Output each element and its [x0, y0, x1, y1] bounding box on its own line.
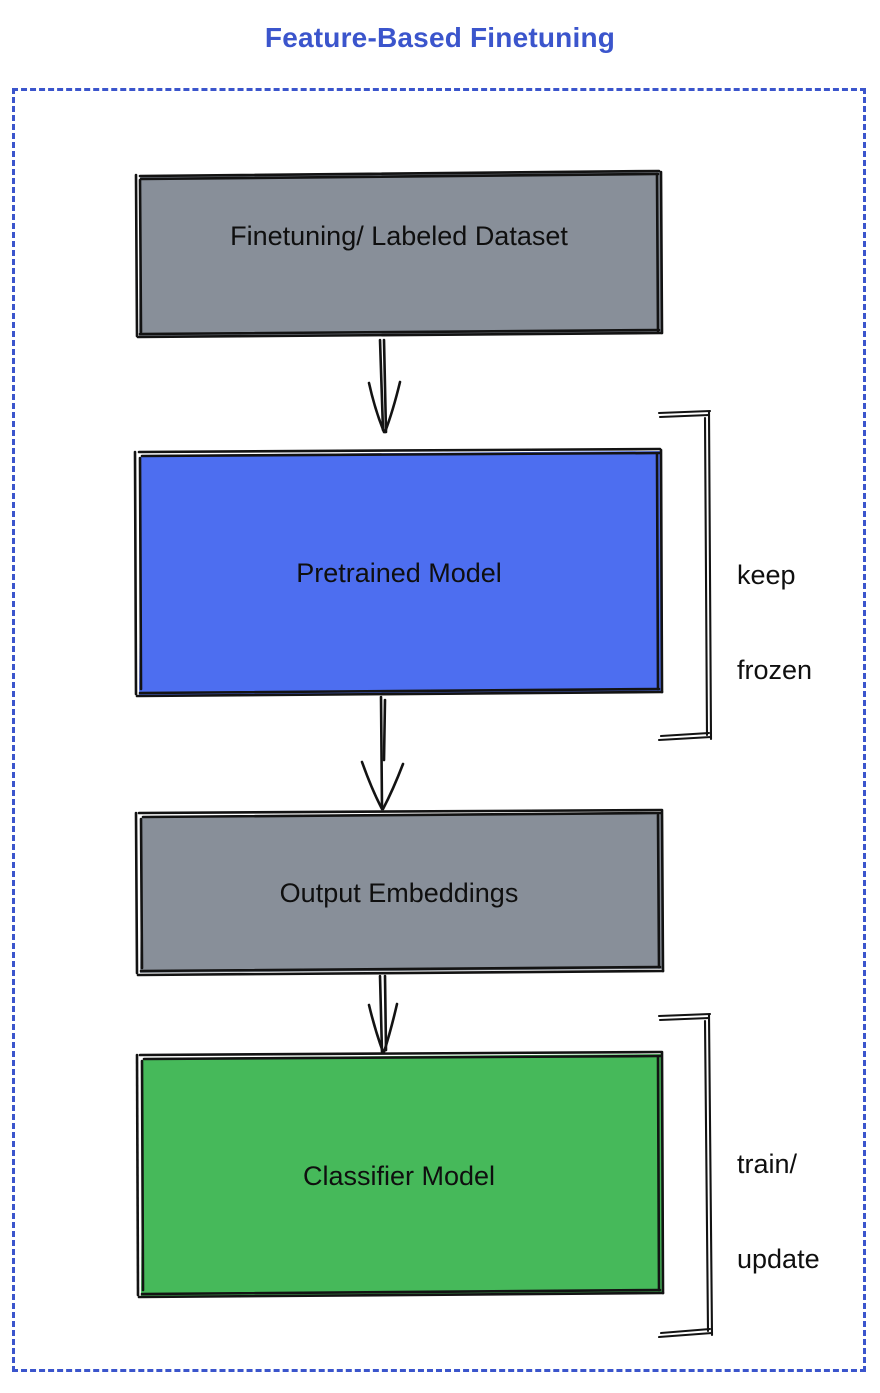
- annotation-train-update: train/ update: [737, 1085, 820, 1340]
- node-pretrained-label: Pretrained Model: [296, 558, 502, 588]
- node-embeddings[interactable]: Output Embeddings: [136, 810, 662, 973]
- annotation-train-update-line2: update: [737, 1244, 820, 1275]
- node-classifier-label: Classifier Model: [302, 1161, 496, 1191]
- diagram-dashed-frame: [12, 88, 866, 1372]
- diagram-title: Feature-Based Finetuning: [264, 22, 616, 53]
- annotation-keep-frozen: keep frozen: [737, 496, 812, 751]
- node-embeddings-label: Output Embeddings: [279, 878, 519, 908]
- annotation-keep-frozen-line1: keep: [737, 559, 796, 590]
- node-dataset[interactable]: Finetuning/ Labeled Dataset: [136, 171, 662, 337]
- node-dataset-label: Finetuning/ Labeled Dataset: [230, 221, 568, 251]
- annotation-keep-frozen-line2: frozen: [737, 655, 813, 686]
- node-pretrained[interactable]: Pretrained Model: [136, 449, 662, 695]
- annotation-train-update-line1: train/: [737, 1148, 798, 1179]
- node-classifier[interactable]: Classifier Model: [136, 1052, 662, 1296]
